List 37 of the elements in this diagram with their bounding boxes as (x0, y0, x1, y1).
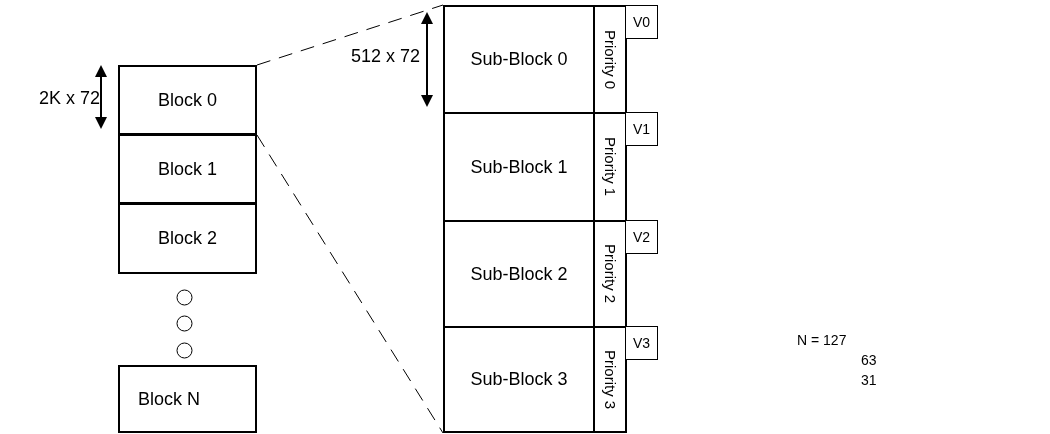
note-text: N = 127 (797, 332, 847, 348)
tag-label: V0 (632, 14, 651, 30)
note-text: 63 (861, 352, 877, 368)
ellipsis-circle-shape (176, 342, 193, 359)
memory-block (118, 65, 257, 135)
priority-label: Priority 3 (601, 349, 619, 410)
memory-block (118, 134, 257, 204)
dashed-line (256, 4, 444, 66)
tag-box (625, 112, 658, 146)
tag-box (625, 5, 658, 39)
block-label: Sub-Block 2 (470, 263, 568, 285)
block-label: Block 1 (158, 158, 217, 180)
block-label: Sub-Block 0 (470, 49, 568, 70)
block-label: Block 2 (158, 228, 217, 249)
note-text: 31 (861, 372, 877, 388)
dashed-line (256, 134, 444, 434)
priority-column (593, 5, 627, 114)
block-label: Sub-Block 1 (470, 156, 568, 178)
priority-label: Priority 0 (601, 29, 619, 90)
ellipsis-circle-shape (176, 315, 193, 332)
block-label: Block N (138, 388, 200, 410)
tag-box (625, 326, 658, 360)
tag-label: V2 (632, 229, 651, 245)
memory-block (118, 365, 257, 433)
tag-box (625, 220, 658, 254)
dimension-label: 512 x 72 (349, 46, 420, 67)
block-label: Sub-Block 3 (470, 369, 568, 390)
priority-label: Priority 2 (601, 244, 619, 304)
tag-label: V1 (632, 121, 651, 137)
sub-block (443, 5, 595, 114)
sub-block (443, 326, 595, 433)
memory-block (118, 203, 257, 274)
ellipsis-circle-shape (176, 289, 193, 306)
dimension-label: 2K x 72 (37, 88, 100, 109)
priority-label: Priority 1 (601, 137, 619, 197)
block-label: Block 0 (158, 89, 217, 111)
tag-label: V3 (632, 335, 651, 351)
